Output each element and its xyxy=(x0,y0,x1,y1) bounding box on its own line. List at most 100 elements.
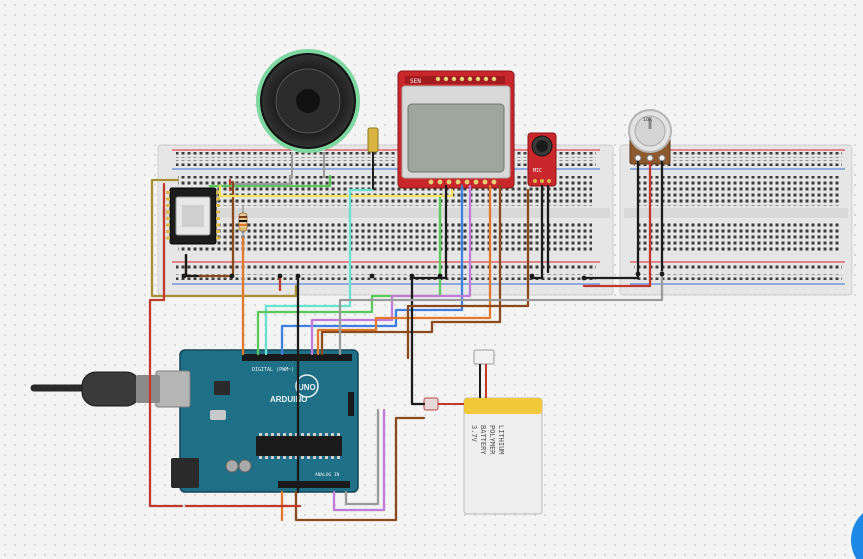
mp3-player-module xyxy=(166,187,220,245)
lcd-top-pin xyxy=(443,76,449,82)
mp3-pin xyxy=(166,210,170,214)
chip-pin xyxy=(283,433,286,436)
chip-pin xyxy=(325,433,328,436)
mp3-pin xyxy=(216,217,220,220)
chip-pin xyxy=(319,433,322,436)
breadboard-right xyxy=(619,144,853,296)
chip-pin xyxy=(271,456,274,459)
lcd-bottom-pin xyxy=(482,179,488,185)
lcd-bottom-pin xyxy=(437,179,443,185)
usb-cable xyxy=(30,371,160,407)
lcd-brand-label: SEN xyxy=(410,78,421,85)
antenna-connector xyxy=(367,127,379,190)
wire-olive xyxy=(150,178,298,298)
lcd-top-pin xyxy=(467,76,473,82)
wire-brown xyxy=(294,416,426,522)
lcd-top-pin xyxy=(435,76,441,82)
wire-endpoint xyxy=(369,273,375,279)
chip-pin xyxy=(289,456,292,459)
wire-gray xyxy=(230,174,292,186)
chip-pin xyxy=(277,433,280,436)
wire-endpoint xyxy=(295,273,301,279)
chip-pin xyxy=(295,433,298,436)
mic-label: MIC xyxy=(533,168,542,174)
battery-label-line: 3.7V xyxy=(470,425,478,443)
wire-cyan xyxy=(264,188,374,356)
mp3-pin xyxy=(216,210,220,214)
wire-green xyxy=(208,174,332,188)
chip-pin xyxy=(283,456,286,459)
wire-endpoint xyxy=(437,273,443,279)
wire-orange xyxy=(316,184,492,356)
chip-pin xyxy=(277,456,280,459)
mp3-pin xyxy=(166,230,170,233)
mp3-pin xyxy=(166,236,170,240)
wire-black xyxy=(530,184,544,280)
lcd-bottom-pin xyxy=(455,179,461,185)
mp3-pin xyxy=(216,197,220,201)
lcd-bottom-pin xyxy=(464,179,470,185)
arduino-uno-board: DIGITAL (PWM~) ARDUINO UNO ANALOG IN xyxy=(155,349,359,493)
lcd-top-pin xyxy=(475,76,481,82)
battery-label-line: BATTERY xyxy=(479,425,487,455)
chip-pin xyxy=(307,456,310,459)
wire-gray xyxy=(338,270,664,356)
chip-pin xyxy=(259,433,262,436)
wire-endpoint xyxy=(409,273,415,279)
wire-brown xyxy=(406,188,530,360)
chip-pin xyxy=(313,456,316,459)
resistor xyxy=(238,205,248,238)
chip-pin xyxy=(337,456,340,459)
battery-label-line: LITHIUM xyxy=(497,425,505,455)
microphone-module: MIC xyxy=(527,132,557,187)
arduino-model: UNO xyxy=(298,383,316,392)
wire-endpoint xyxy=(529,273,535,279)
chip-pin xyxy=(265,433,268,436)
wire-endpoint xyxy=(581,275,587,281)
chip-pin xyxy=(331,433,334,436)
mp3-pin xyxy=(216,191,220,194)
lcd-top-pin xyxy=(483,76,489,82)
wire-purple xyxy=(332,408,386,512)
lcd-top-pin xyxy=(451,76,457,82)
mp3-pin xyxy=(166,197,170,201)
lcd-bottom-pin xyxy=(491,179,497,185)
arduino-header-label: DIGITAL (PWM~) xyxy=(252,367,294,373)
wire-endpoint xyxy=(229,273,235,279)
wire-endpoint xyxy=(277,273,283,279)
chip-pin xyxy=(307,433,310,436)
wire-yellow xyxy=(218,184,454,198)
wire-red xyxy=(582,160,652,288)
chip-pin xyxy=(337,433,340,436)
potentiometer-value: 10K xyxy=(643,117,652,123)
potentiometer: 10K xyxy=(628,109,672,165)
mp3-pin xyxy=(166,191,170,194)
wire-endpoint xyxy=(181,273,187,279)
arduino-brand: ARDUINO xyxy=(270,395,307,404)
chip-pin xyxy=(301,433,304,436)
corner-help-button[interactable] xyxy=(851,504,863,559)
chip-pin xyxy=(295,456,298,459)
wire-green xyxy=(256,196,442,356)
mp3-pin xyxy=(166,204,170,207)
lcd-top-pin xyxy=(491,76,497,82)
lcd-bottom-pin xyxy=(428,179,434,185)
wire-endpoint xyxy=(635,271,641,277)
chip-pin xyxy=(259,456,262,459)
wire-red xyxy=(148,182,184,508)
lcd-module: SEN xyxy=(397,70,515,189)
mp3-pin xyxy=(216,230,220,233)
wire-purple xyxy=(310,184,472,356)
mp3-pin xyxy=(166,223,170,227)
chip-pin xyxy=(325,456,328,459)
wire-endpoint xyxy=(659,271,665,277)
arduino-analog-label: ANALOG IN xyxy=(315,472,340,478)
battery-connector xyxy=(423,397,464,411)
wire-gray xyxy=(344,408,380,506)
chip-pin xyxy=(313,433,316,436)
chip-pin xyxy=(331,456,334,459)
mp3-pin xyxy=(216,236,220,240)
chip-pin xyxy=(289,433,292,436)
lcd-top-pin xyxy=(459,76,465,82)
